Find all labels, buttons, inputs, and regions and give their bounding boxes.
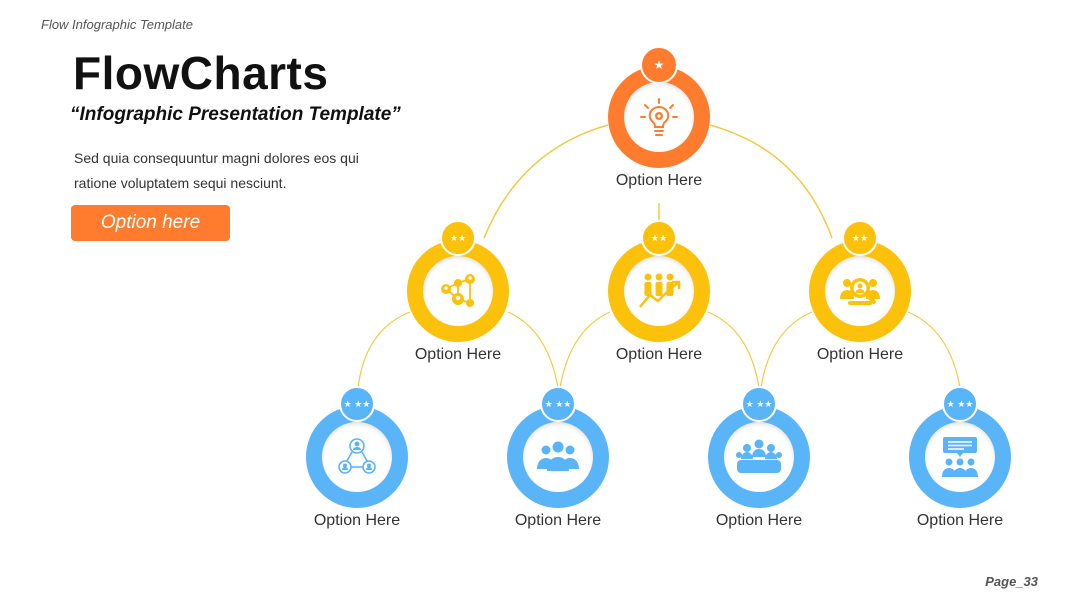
- star-badge: ★: [640, 46, 678, 84]
- subtitle: “Infographic Presentation Template”: [70, 104, 401, 125]
- user-search-icon: [825, 256, 895, 326]
- user-connections-icon: [322, 422, 392, 492]
- connector-right-a: [760, 311, 813, 389]
- node-label: Option Here: [615, 172, 703, 189]
- node-label: Option Here: [916, 512, 1004, 529]
- meeting-table-icon: [724, 422, 794, 492]
- node-label: Option Here: [313, 512, 401, 529]
- group-icon: [523, 422, 593, 492]
- connector-center-b: [707, 311, 760, 389]
- star-badge: ★★: [641, 220, 677, 256]
- star-badge: ★ ★★: [741, 386, 777, 422]
- page-number: Page_33: [985, 574, 1038, 589]
- star-badge: ★★: [842, 220, 878, 256]
- node-label: Option Here: [514, 512, 602, 529]
- network-people-icon: [423, 256, 493, 326]
- star-badge: ★ ★★: [942, 386, 978, 422]
- connector-center-a: [559, 311, 611, 389]
- team-growth-chart-icon: [624, 256, 694, 326]
- connector-left-b: [507, 311, 559, 389]
- connector-top-right: [709, 124, 833, 239]
- star-badge: ★ ★★: [339, 386, 375, 422]
- option-button[interactable]: Option here: [71, 205, 230, 241]
- connector-left-a: [357, 311, 411, 389]
- connector-right-b: [907, 311, 961, 389]
- top-label: Flow Infographic Template: [41, 17, 193, 32]
- group-discussion-icon: [925, 422, 995, 492]
- node-label: Option Here: [414, 346, 502, 363]
- node-label: Option Here: [816, 346, 904, 363]
- description: Sed quia consequuntur magni dolores eos …: [74, 150, 359, 191]
- node-label: Option Here: [615, 346, 703, 363]
- node-label: Option Here: [715, 512, 803, 529]
- star-badge: ★ ★★: [540, 386, 576, 422]
- lightbulb-gear-icon: [624, 82, 694, 152]
- star-badge: ★★: [440, 220, 476, 256]
- page-title: FlowCharts: [73, 47, 329, 99]
- connector-top-left: [483, 124, 609, 239]
